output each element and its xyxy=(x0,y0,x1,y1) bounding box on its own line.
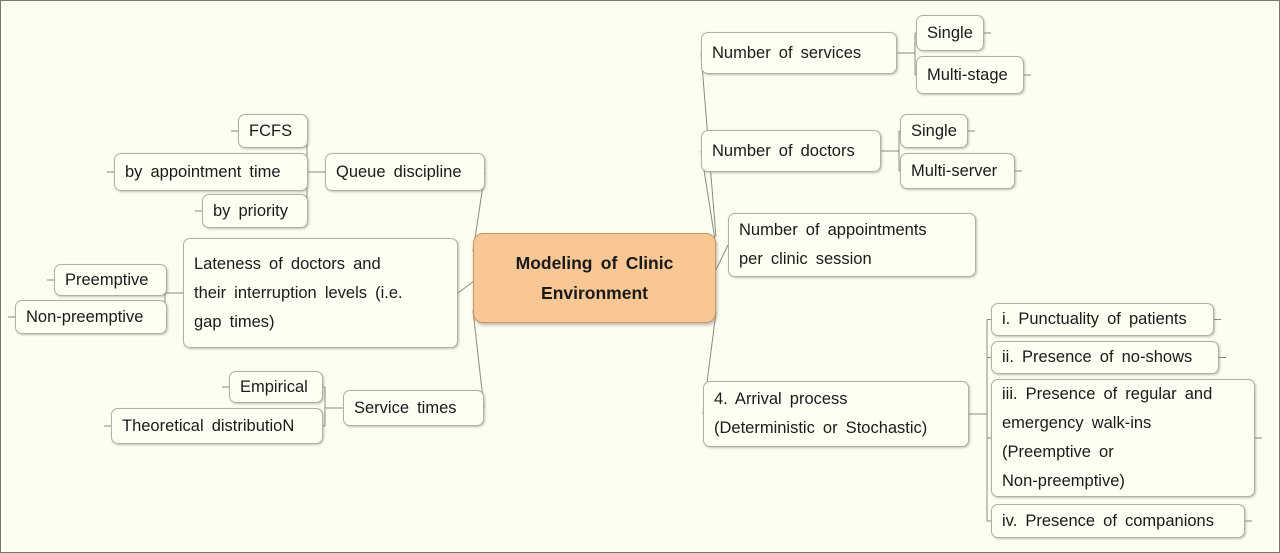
branch-number-of-appointments[interactable]: Number of appointments per clinic sessio… xyxy=(728,213,976,277)
child-presence-of-companions[interactable]: iv. Presence of companions xyxy=(991,504,1245,538)
branch-number-of-services[interactable]: Number of services xyxy=(701,32,897,74)
child-fcfs[interactable]: FCFS xyxy=(238,114,308,148)
child-presence-of-walk-ins[interactable]: iii. Presence of regular and emergency w… xyxy=(991,379,1255,497)
child-multi-server[interactable]: Multi-server xyxy=(900,153,1015,189)
branch-service-times[interactable]: Service times xyxy=(343,390,484,426)
child-punctuality-of-patients[interactable]: i. Punctuality of patients xyxy=(991,303,1214,336)
child-non-preemptive[interactable]: Non-preemptive xyxy=(15,300,167,334)
child-by-priority[interactable]: by priority xyxy=(202,194,308,228)
branch-lateness-of-doctors[interactable]: Lateness of doctors and their interrupti… xyxy=(183,238,458,348)
branch-number-of-doctors[interactable]: Number of doctors xyxy=(701,130,881,172)
child-theoretical-distribution[interactable]: Theoretical distributioN xyxy=(111,408,323,444)
branch-queue-discipline[interactable]: Queue discipline xyxy=(325,153,485,191)
child-single[interactable]: Single xyxy=(916,15,984,51)
child-by-appointment-time[interactable]: by appointment time xyxy=(114,153,308,191)
child-multi-stage[interactable]: Multi-stage xyxy=(916,56,1024,94)
child-presence-of-no-shows[interactable]: ii. Presence of no-shows xyxy=(991,341,1219,374)
branch-arrival-process[interactable]: 4. Arrival process (Deterministic or Sto… xyxy=(703,381,969,447)
child-preemptive[interactable]: Preemptive xyxy=(54,264,167,296)
child-empirical[interactable]: Empirical xyxy=(229,371,323,403)
center-node[interactable]: Modeling of Clinic Environment xyxy=(473,233,716,323)
child-single[interactable]: Single xyxy=(900,114,968,148)
